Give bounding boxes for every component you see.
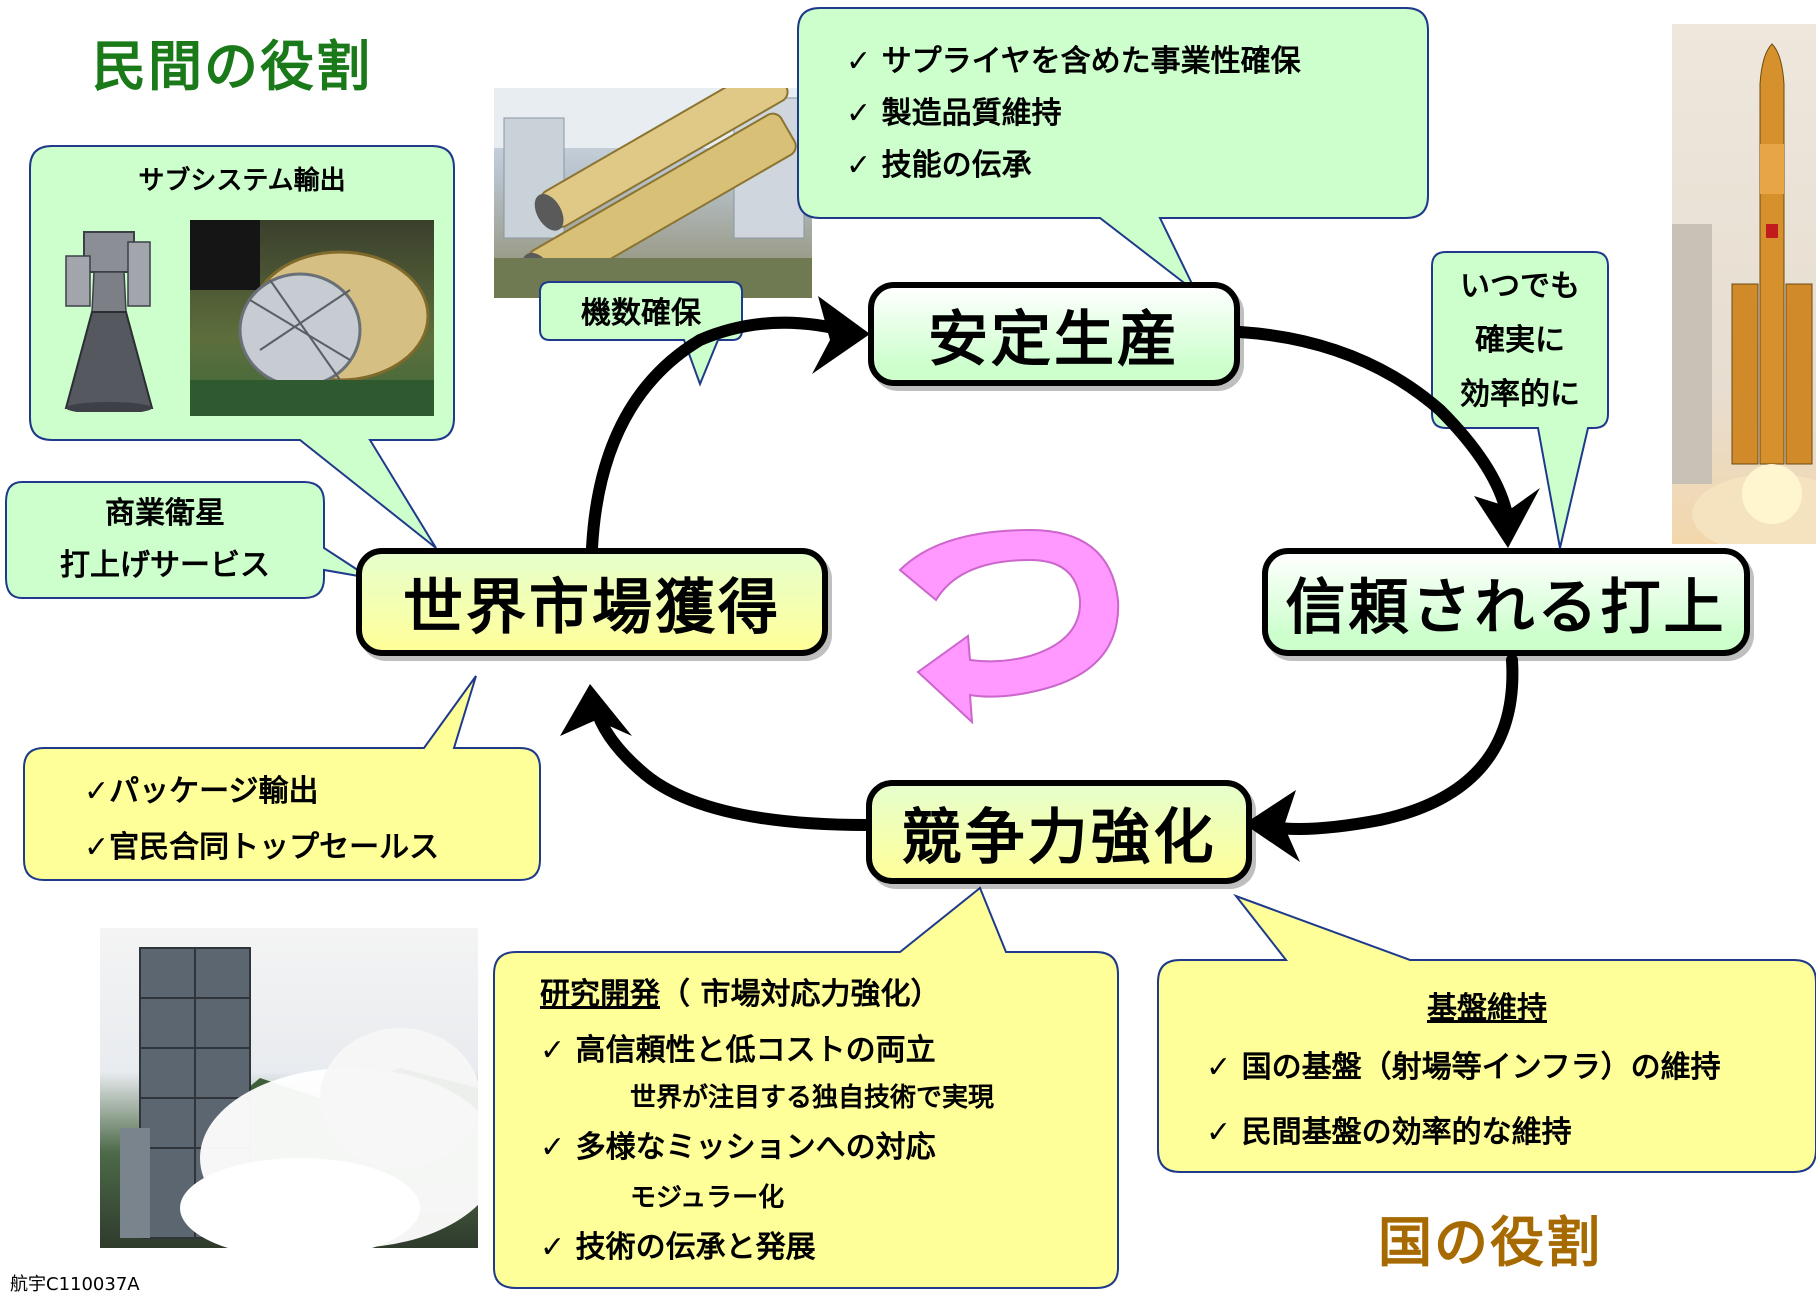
rnd-item-sub: モジュラー化 [630,1183,785,1213]
production-items: ✓ サプライヤを含めた事業性確保 ✓ 製造品質維持 ✓ 技能の伝承 [846,36,1301,192]
infrastructure-item: ✓ 民間基盤の効率的な維持 [1206,1115,1572,1150]
node-stable-production-label: 安定生産 [928,304,1180,375]
rnd-title: 研究開発（ 市場対応力強化） [540,964,1100,1026]
factory-production-line-photo [494,88,812,298]
arrowhead-left [560,684,632,736]
rocket-launch-photo [1672,24,1816,544]
rnd-title-main: 研究開発 [540,977,660,1012]
infrastructure-bubble [1157,893,1816,1173]
rnd-item: ✓ 多様なミッションへの対応 [540,1130,936,1165]
footer-code: 航宇C110037A [10,1274,140,1295]
node-competitiveness-label: 競争力強化 [901,802,1217,873]
rnd-block: 研究開発（ 市場対応力強化） ✓ 高信頼性と低コストの両立 世界が注目する独自技… [540,964,1100,1276]
node-global-market: 世界市場獲得 [356,548,828,656]
node-stable-production: 安定生産 [868,282,1240,386]
commercial-satellite-line: 打上げサービス [60,548,270,583]
node-reliable-launch-label: 信頼される打上 [1285,572,1727,643]
production-item: ✓ 技能の伝承 [846,148,1032,183]
unit-count-bubble [539,281,743,387]
arrowhead-bottom [1244,790,1300,862]
package-item: ✓パッケージ輸出 [84,774,319,809]
node-global-market-label: 世界市場獲得 [403,572,781,643]
rnd-bubble [493,886,1119,1289]
production-item: ✓ 製造品質維持 [846,96,1062,131]
anytime-label: いつでも 確実に 効率的に [1432,260,1608,422]
anytime-bubble [1431,251,1609,549]
production-bubble [797,7,1429,293]
private-role-heading: 民間の役割 [92,35,372,98]
rnd-item-sub: 世界が注目する独自技術で実現 [630,1083,995,1113]
subsystem-export-label: サブシステム輸出 [138,166,346,196]
package-item: ✓官民合同トップセールス [84,830,440,865]
node-reliable-launch: 信頼される打上 [1262,548,1750,656]
national-role-heading: 国の役割 [1378,1211,1602,1274]
anytime-line: 確実に [1475,323,1565,358]
commercial-satellite-bubble [5,481,371,599]
infrastructure-item: ✓ 国の基盤（射場等インフラ）の維持 [1206,1050,1721,1085]
package-items: ✓パッケージ輸出 ✓官民合同トップセールス [84,764,439,876]
engine-test-stand-photo [100,928,478,1248]
unit-count-label: 機数確保 [581,296,701,331]
commercial-satellite-line: 商業衛星 [105,496,225,531]
infrastructure-title: 基盤維持 [1427,991,1547,1026]
rnd-title-suffix: （ 市場対応力強化） [660,977,941,1012]
production-item: ✓ サプライヤを含めた事業性確保 [846,44,1301,79]
rnd-item: ✓ 技術の伝承と発展 [540,1230,816,1265]
stage-assembly-photo [190,220,434,416]
cycle-arrows [586,316,1519,835]
rocket-engine-illustration [54,212,164,412]
arrowhead-right [1474,488,1540,548]
anytime-line: いつでも [1460,269,1580,304]
infrastructure-block: 基盤維持 ✓ 国の基盤（射場等インフラ）の維持 ✓ 民間基盤の効率的な維持 [1158,980,1816,1168]
arrowhead-top [812,296,870,374]
commercial-satellite-label: 商業衛星 打上げサービス [6,488,324,592]
center-cycle-arrow [898,528,1120,725]
anytime-line: 効率的に [1460,377,1580,412]
node-competitiveness: 競争力強化 [866,780,1252,884]
rnd-item: ✓ 高信頼性と低コストの両立 [540,1033,936,1068]
package-bubble [23,675,541,881]
